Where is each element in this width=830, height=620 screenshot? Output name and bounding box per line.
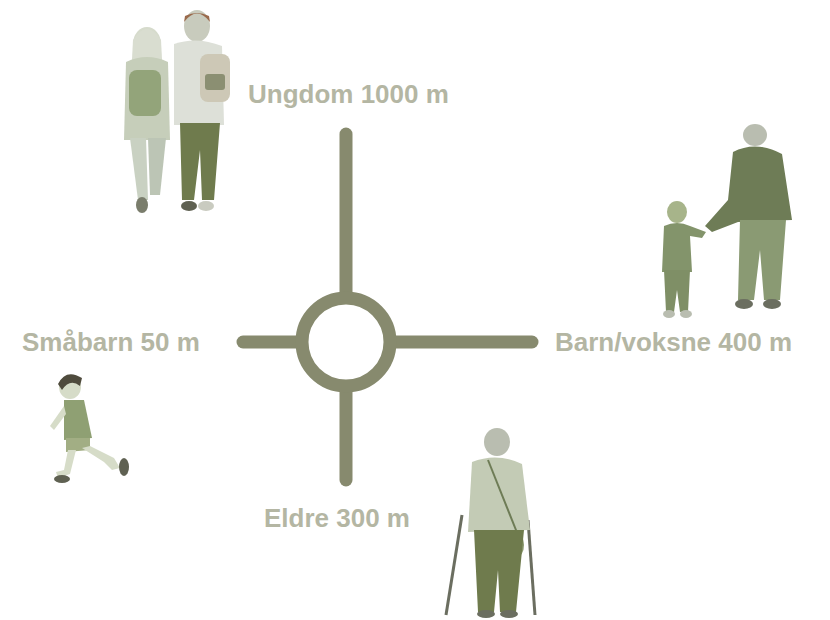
label-west: Småbarn 50 m	[22, 327, 200, 357]
center-circle	[302, 298, 390, 386]
running-child	[50, 374, 129, 483]
label-east: Barn/voksne 400 m	[555, 327, 792, 357]
label-south: Eldre 300 m	[264, 503, 410, 533]
youth-couple	[124, 10, 230, 213]
adult-with-child	[662, 124, 792, 318]
label-north: Ungdom 1000 m	[248, 79, 449, 109]
elderly-with-poles	[446, 428, 535, 618]
